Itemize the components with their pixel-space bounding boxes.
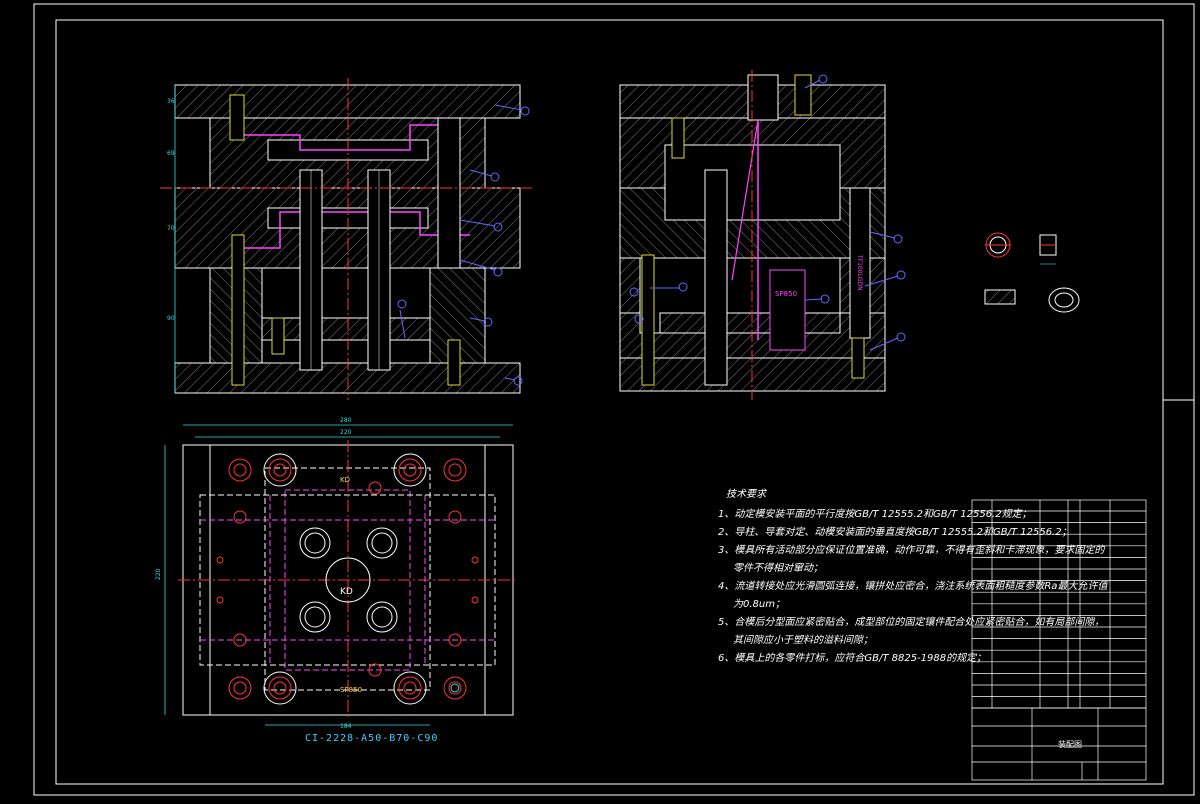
bom-table	[971, 499, 1147, 781]
side-section-view: SP850 TF100LGDN	[619, 70, 906, 400]
svg-text:36: 36	[167, 98, 175, 105]
note-5: 5、合模后分型面应紧密贴合，成型部位的固定镶件配合处应紧密贴合，如有局部间隙，	[718, 617, 1105, 628]
front-section-view: 36 69 70 90	[160, 78, 535, 400]
note-1: 1、动定模安装平面的平行度按GB/T 12555.2和GB/T 12556.2规…	[718, 509, 1032, 520]
part-views	[984, 232, 1080, 313]
svg-text:220: 220	[340, 429, 352, 436]
mold-base-model: CI-2228-A50-B70-C90	[305, 733, 439, 744]
svg-text:220: 220	[155, 568, 162, 580]
note-6: 6、模具上的各零件打标，应符合GB/T 8825-1988的规定；	[718, 653, 987, 664]
note-3-cont: 零件不得相对窜动；	[733, 563, 823, 574]
technical-notes: 技术要求 1、动定模安装平面的平行度按GB/T 12555.2和GB/T 125…	[718, 486, 1108, 668]
note-5-cont: 其间隙应小于塑料的溢料间隙；	[733, 635, 873, 646]
insert-label: SP850	[775, 290, 797, 298]
svg-text:70: 70	[167, 225, 175, 232]
note-2: 2、导柱、导套对定、动模安装面的垂直度按GB/T 12555.2和GB/T 12…	[718, 527, 1072, 538]
svg-text:90: 90	[167, 315, 175, 322]
svg-text:280: 280	[340, 417, 352, 424]
notes-title: 技术要求	[726, 489, 766, 500]
svg-text:69: 69	[167, 150, 175, 157]
cavity-mark-center: KD	[340, 587, 353, 597]
cavity-mark-bottom: SP850	[340, 686, 362, 694]
svg-text:184: 184	[340, 723, 352, 730]
plan-view: 280 220 220 184	[155, 417, 518, 730]
note-3: 3、模具所有活动部分应保证位置准确，动作可靠，不得有歪斜和卡滞现象，要求固定的	[718, 545, 1105, 556]
note-4-cont: 为0.8um；	[733, 599, 785, 610]
rod-label: TF100LGDN	[856, 254, 863, 291]
cavity-mark-top: KD	[340, 476, 350, 484]
sheet-frame	[33, 3, 1195, 796]
note-4: 4、流道转接处应光滑圆弧连接，镶拼处应密合，浇注系统表面粗糙度参数Ra最大允许值	[718, 581, 1108, 592]
title-block-name: 装配图	[1058, 740, 1082, 749]
